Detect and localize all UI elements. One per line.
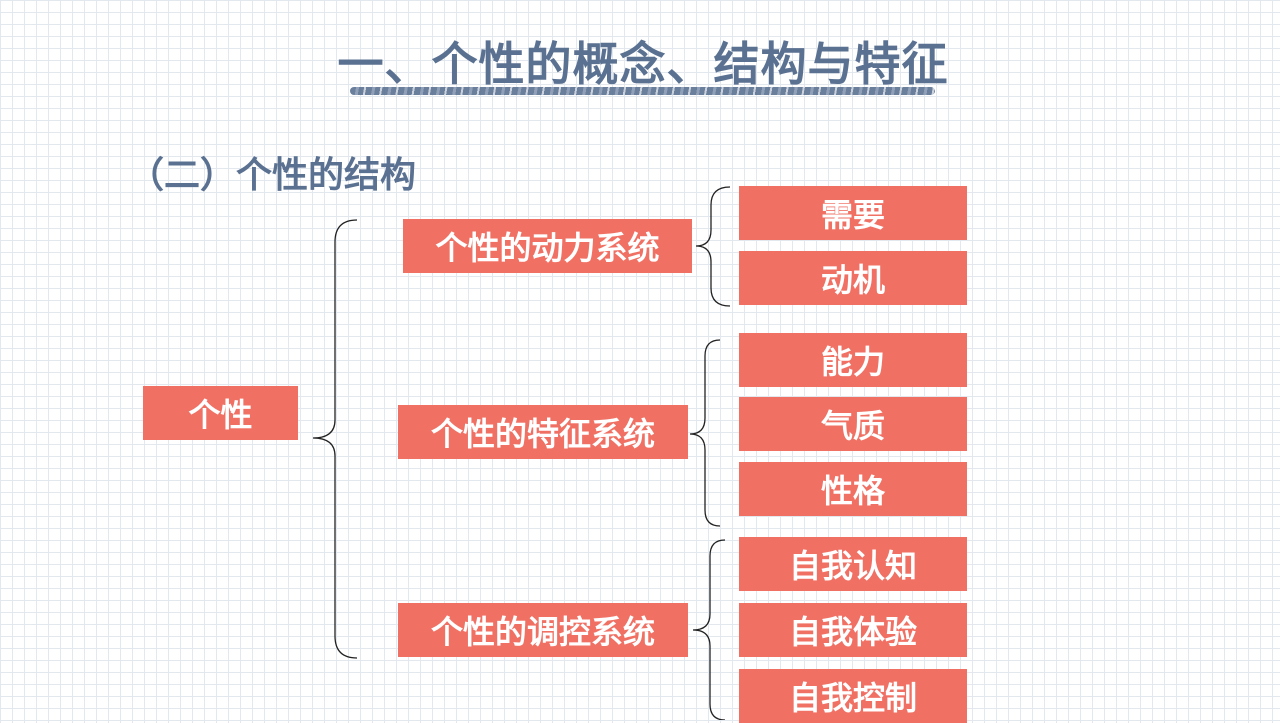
item-box: 气质 <box>739 397 967 451</box>
item-box: 性格 <box>739 462 967 516</box>
trait-brace <box>689 339 721 527</box>
page-title: 一、个性的概念、结构与特征 <box>337 37 949 91</box>
item-box: 需要 <box>739 186 967 240</box>
item-box: 自我认知 <box>739 537 967 591</box>
system-box-trait: 个性的特征系统 <box>398 405 688 459</box>
root-box: 个性 <box>143 386 298 440</box>
regulation-brace <box>692 539 726 720</box>
item-box: 自我体验 <box>739 603 967 657</box>
system-box-regulation: 个性的调控系统 <box>398 603 688 657</box>
root-brace <box>312 219 358 659</box>
title-underline <box>350 87 935 95</box>
item-box: 自我控制 <box>739 669 967 723</box>
item-box: 能力 <box>739 333 967 387</box>
item-box: 动机 <box>739 251 967 305</box>
dynamic-brace <box>695 186 731 307</box>
section-subtitle: （二）个性的结构 <box>128 155 417 196</box>
system-box-dynamic: 个性的动力系统 <box>403 219 692 273</box>
